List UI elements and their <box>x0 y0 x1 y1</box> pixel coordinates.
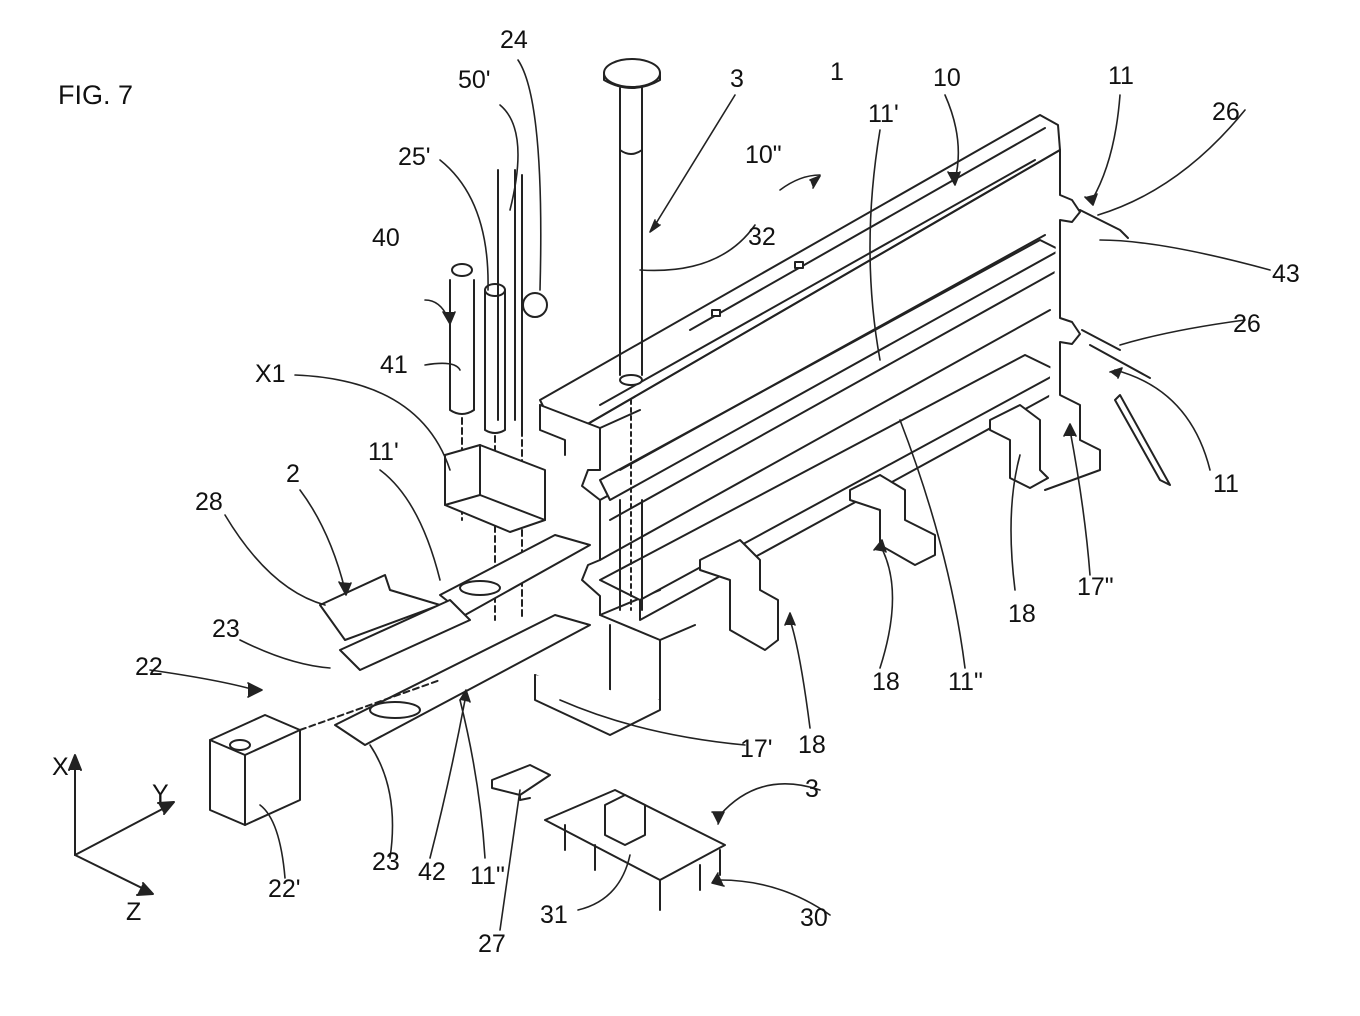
ref-label: 22' <box>268 877 301 902</box>
ref-label: 11' <box>868 102 899 127</box>
ref-label: 26 <box>1233 312 1261 337</box>
ref-label: 10" <box>745 143 782 168</box>
ref-label: 17" <box>1077 575 1114 600</box>
ref-label: 32 <box>748 225 776 250</box>
ref-label: 11 <box>1213 472 1239 497</box>
ref-label: 50' <box>458 68 491 93</box>
ref-label: 3 <box>730 67 744 92</box>
ref-label: 41 <box>380 353 408 378</box>
ref-label: 27 <box>478 932 506 957</box>
ref-label: 23 <box>212 617 240 642</box>
figure-title: FIG. 7 <box>58 82 133 109</box>
ref-label: 43 <box>1272 262 1300 287</box>
ref-label: 18 <box>872 670 900 695</box>
axis-label-x: X <box>52 755 69 780</box>
ref-label: 28 <box>195 490 223 515</box>
axis-label-y: Y <box>152 782 169 807</box>
ref-label: 40 <box>372 226 400 251</box>
ref-label: 11 <box>1108 64 1134 89</box>
base-plate-31 <box>545 790 725 910</box>
ref-label: 24 <box>500 28 528 53</box>
plates-23-28 <box>320 535 590 745</box>
block-x1 <box>445 445 545 532</box>
ref-label: 31 <box>540 903 568 928</box>
ref-label: 30 <box>800 906 828 931</box>
ref-label: 26 <box>1212 100 1240 125</box>
ref-label: 3 <box>805 777 819 802</box>
ref-label: 18 <box>798 733 826 758</box>
ref-label: 22 <box>135 655 163 680</box>
end-profile-right <box>1045 150 1170 490</box>
leader-lines <box>150 60 1270 930</box>
ref-label: 18 <box>1008 602 1036 627</box>
axis-label-z: Z <box>126 900 141 925</box>
ref-label: 42 <box>418 860 446 885</box>
ref-label: 11" <box>948 670 983 695</box>
ref-label: 11' <box>368 440 399 465</box>
ref-label: X1 <box>255 362 286 387</box>
axis-triad <box>69 755 174 895</box>
ref-label: 2 <box>286 462 300 487</box>
ref-label: 1 <box>830 60 844 85</box>
ref-label: 10 <box>933 66 961 91</box>
ref-label: 11" <box>470 864 505 889</box>
ref-label: 25' <box>398 145 431 170</box>
clip-27 <box>492 765 550 800</box>
ref-label: 23 <box>372 850 400 875</box>
ref-label: 17' <box>740 737 773 762</box>
column-3 <box>604 59 660 610</box>
